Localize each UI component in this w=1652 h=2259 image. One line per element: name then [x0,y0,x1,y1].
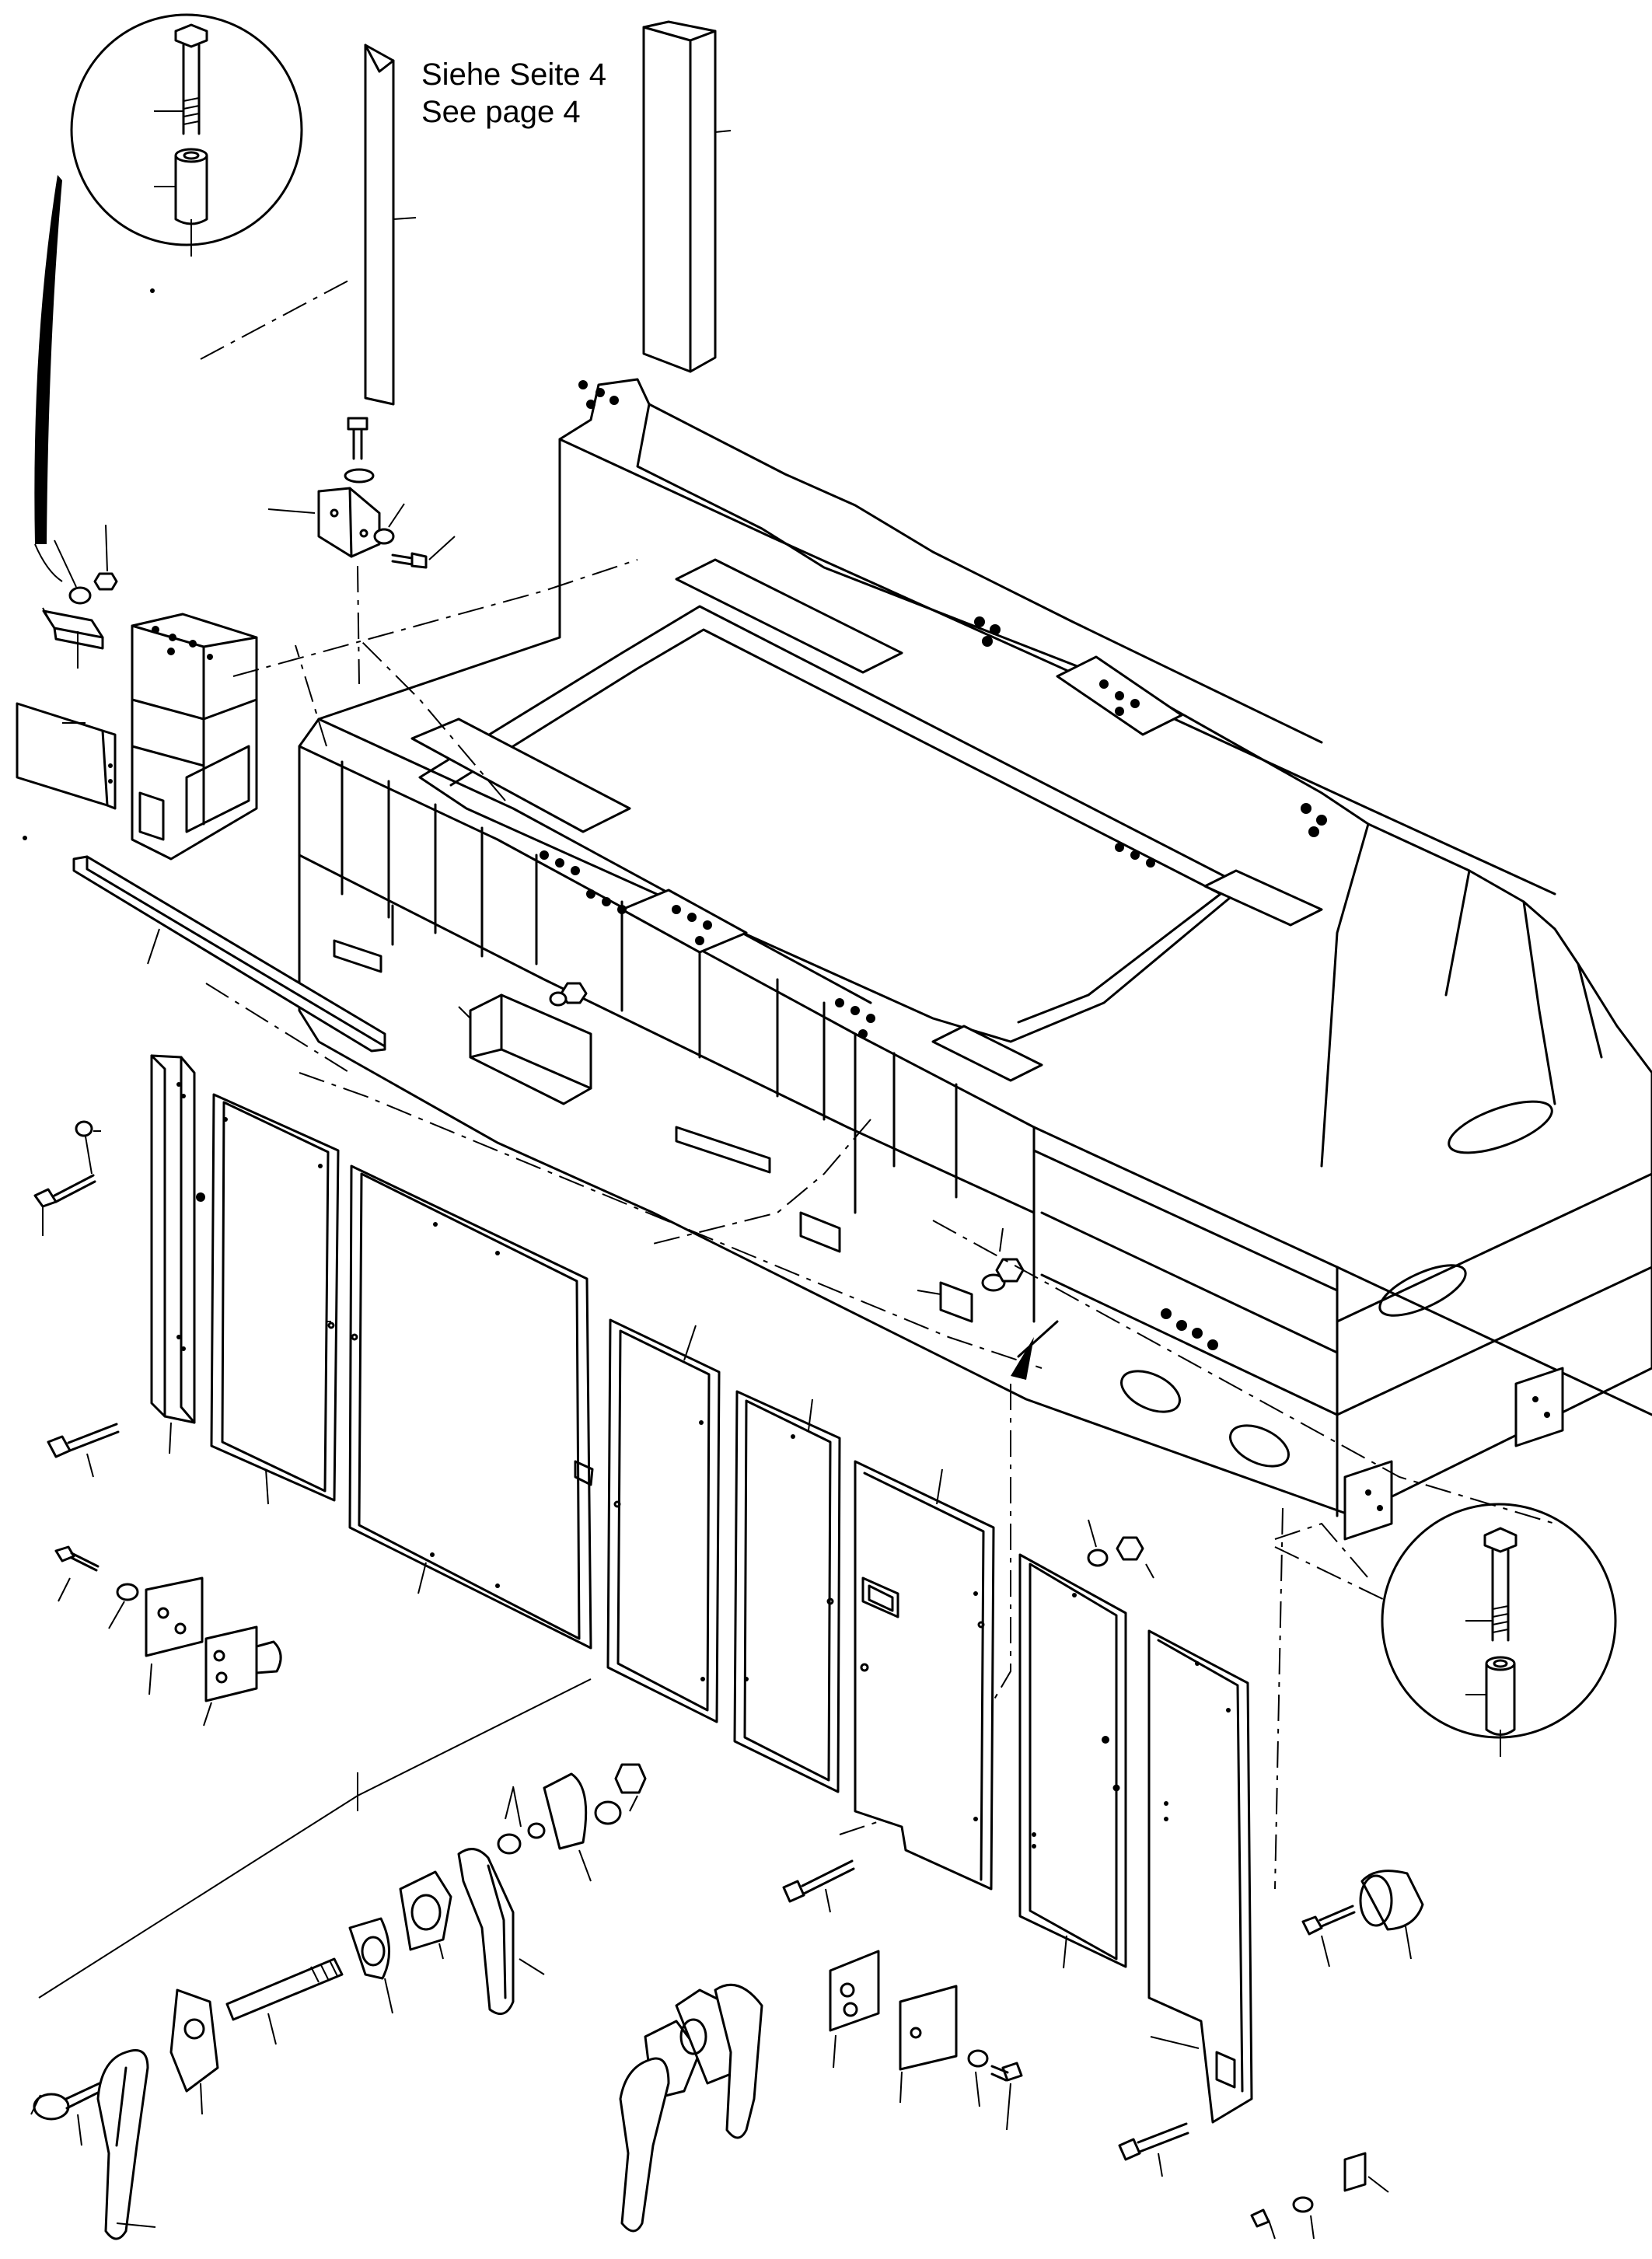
detail-circle-right [1382,1504,1615,1757]
panel-3 [608,1320,719,1722]
long-channel-strip [74,857,385,1051]
bolts-bottom-right [784,1861,1423,2239]
latch-parts-exploded [31,1765,645,2239]
main-frame [299,379,1652,1539]
page-reference-german: Siehe Seite 4 [421,58,606,92]
post-thin [365,45,416,404]
panel-6 [1020,1555,1126,1968]
page-reference-note: Siehe Seite 4 See page 4 [421,56,606,131]
frame-left-section [17,614,257,859]
panel-7-tall [1149,1631,1252,2122]
detail-circle-top-left [72,15,302,293]
panel-4 [735,1391,840,1792]
post-thick [644,22,731,372]
panel-5-with-latch [855,1461,994,1889]
nut-washer-left [43,525,117,669]
panel-2-large [350,1166,592,1648]
hinge-plates-left [56,1547,281,1726]
page-reference-english: See page 4 [421,95,581,129]
side-rail-left [152,1056,205,1454]
bolts-left [35,1122,118,1477]
latch-assembled [620,1985,762,2231]
detail-leader-arc [34,175,62,544]
panel-1 [211,1095,338,1504]
small-brackets-middle [334,906,1057,1380]
bracket-with-bolt [268,418,455,567]
hinge-plates-right [830,1951,1022,2130]
latch-group-bracket [39,1679,591,1998]
